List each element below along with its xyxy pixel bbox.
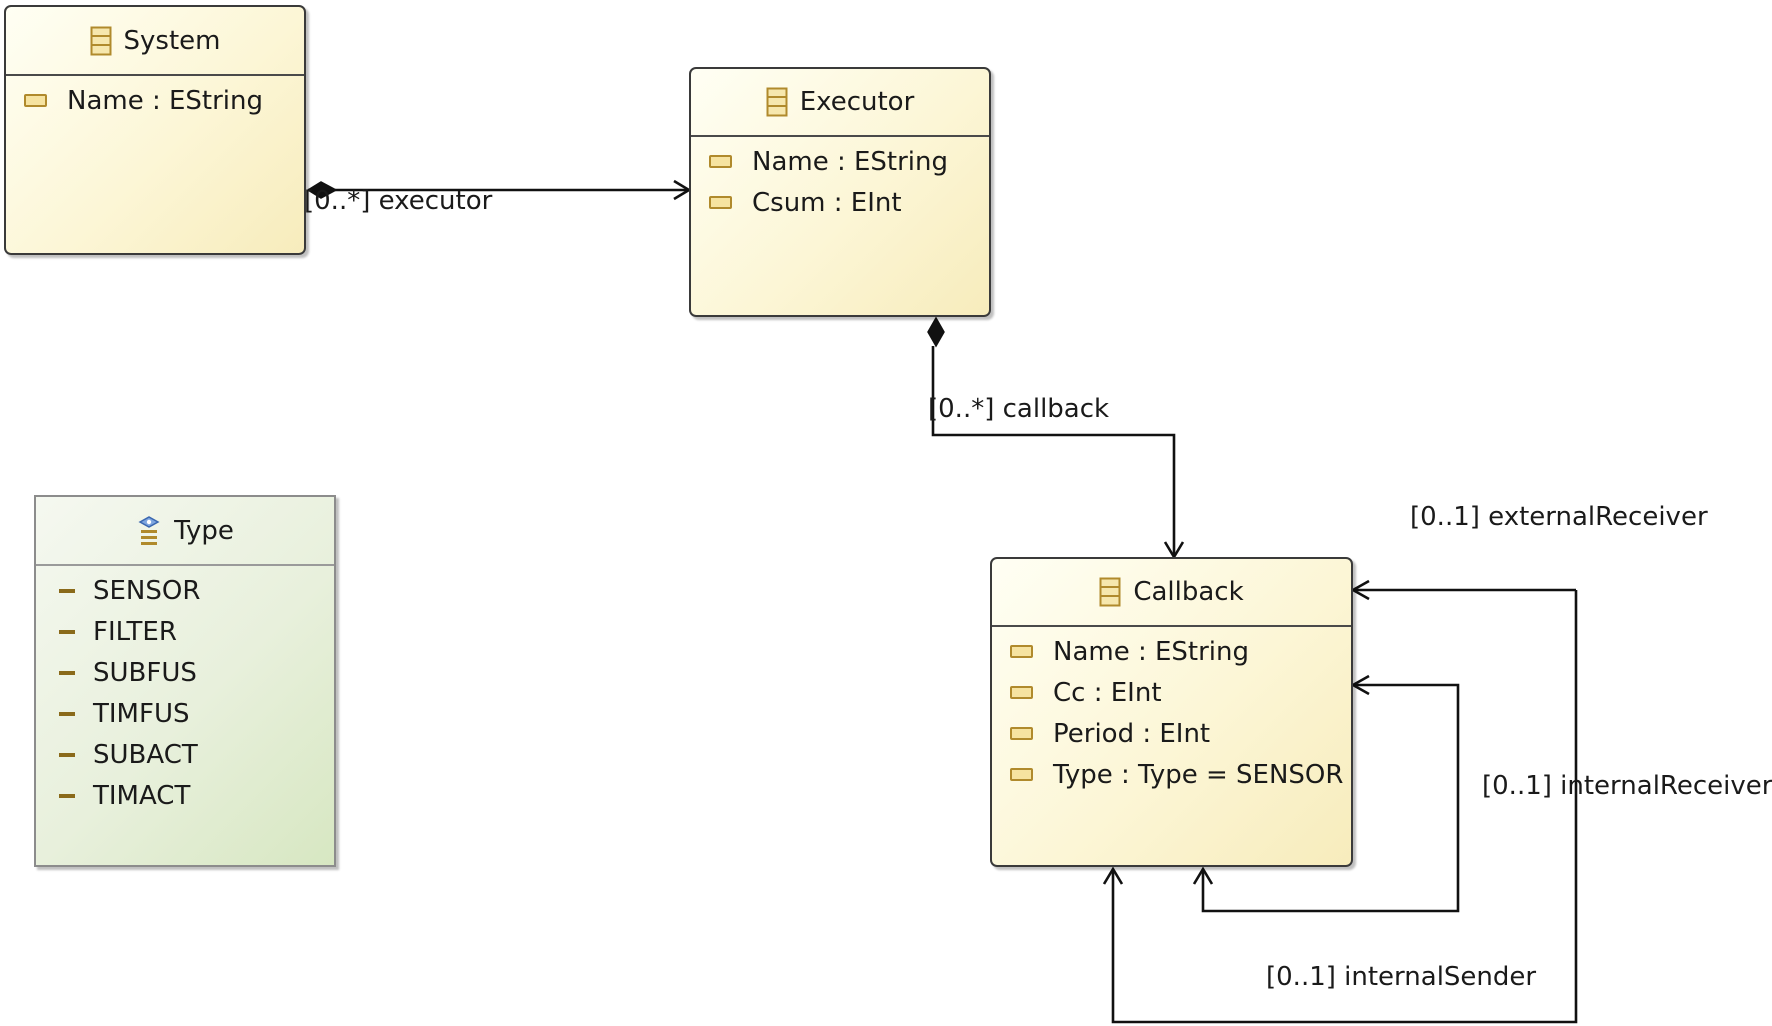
enum-type-name: Type [174, 515, 234, 546]
class-system-header: System [6, 7, 304, 76]
literal-label: TIMFUS [93, 698, 190, 729]
attribute-row[interactable]: Csum : EInt [691, 182, 989, 223]
class-executor-name: Executor [799, 87, 915, 117]
class-system[interactable]: System Name : EString [4, 5, 306, 255]
executor-composition-diamond [306, 181, 338, 199]
attribute-row[interactable]: Name : EString [691, 141, 989, 182]
external-receiver-line[interactable] [1111, 590, 1578, 1024]
attribute-row[interactable]: Cc : EInt [992, 672, 1351, 713]
class-callback-name: Callback [1133, 577, 1244, 607]
enum-literal[interactable]: FILTER [36, 611, 334, 652]
internal-receiver-label[interactable]: [0..1] internalReceiver [1482, 771, 1772, 801]
callback-composition-diamond [927, 316, 945, 348]
enum-literal[interactable]: SUBFUS [36, 652, 334, 693]
enum-literal[interactable]: TIMACT [36, 775, 334, 816]
eliteral-icon [59, 711, 75, 716]
eattribute-icon [1010, 768, 1033, 781]
attribute-label: Name : EString [1053, 636, 1250, 667]
class-callback[interactable]: Callback Name : EString Cc : EInt Period… [990, 557, 1353, 867]
literal-label: SUBACT [93, 739, 198, 770]
enum-literal[interactable]: SUBACT [36, 734, 334, 775]
attribute-label: Name : EString [752, 146, 949, 177]
internal-receiver-line[interactable] [1201, 683, 1460, 913]
eattribute-icon [1010, 645, 1033, 658]
eliteral-icon [59, 629, 75, 634]
enum-literal[interactable]: SENSOR [36, 570, 334, 611]
eattribute-icon [709, 155, 732, 168]
literal-label: SENSOR [93, 575, 201, 606]
attribute-label: Name : EString [67, 85, 264, 116]
internal-sender-label[interactable]: [0..1] internalSender [1266, 962, 1537, 992]
enum-type-header: Type [36, 497, 334, 566]
internal-sender-arrowhead [1102, 866, 1124, 885]
eattribute-icon [1010, 727, 1033, 740]
eclass-icon [766, 87, 788, 117]
class-executor[interactable]: Executor Name : EString Csum : EInt [689, 67, 991, 317]
class-callback-header: Callback [992, 559, 1351, 627]
internal-receiver-arrowhead-up [1192, 866, 1214, 885]
attribute-row[interactable]: Period : EInt [992, 713, 1351, 754]
callback-reference-line[interactable] [931, 346, 1176, 557]
eenum-icon [138, 515, 160, 545]
class-system-name: System [123, 25, 221, 56]
attribute-row[interactable]: Name : EString [6, 80, 304, 121]
enum-type[interactable]: Type SENSOR FILTER SUBFUS TIMFUS SUBACT … [34, 495, 336, 867]
attribute-label: Csum : EInt [752, 187, 902, 218]
eattribute-icon [1010, 686, 1033, 699]
eattribute-icon [24, 94, 47, 107]
literal-label: TIMACT [93, 780, 191, 811]
attribute-label: Cc : EInt [1053, 677, 1162, 708]
attribute-row[interactable]: Name : EString [992, 631, 1351, 672]
attribute-row[interactable]: Type : Type = SENSOR [992, 754, 1351, 795]
eclass-icon [90, 26, 112, 55]
eliteral-icon [59, 793, 75, 798]
internal-receiver-arrowhead-right [1350, 674, 1370, 696]
enum-literal[interactable]: TIMFUS [36, 693, 334, 734]
executor-reference-label[interactable]: [0..*] executor [304, 186, 493, 216]
eliteral-icon [59, 588, 75, 593]
eattribute-icon [709, 196, 732, 209]
literal-label: FILTER [93, 616, 177, 647]
external-receiver-label[interactable]: [0..1] externalReceiver [1410, 502, 1708, 532]
literal-label: SUBFUS [93, 657, 197, 688]
class-executor-header: Executor [691, 69, 989, 137]
attribute-label: Type : Type = SENSOR [1053, 759, 1344, 790]
callback-reference-label[interactable]: [0..*] callback [928, 394, 1110, 424]
eliteral-icon [59, 752, 75, 757]
attribute-label: Period : EInt [1053, 718, 1211, 749]
eclass-icon [1099, 577, 1121, 607]
eliteral-icon [59, 670, 75, 675]
